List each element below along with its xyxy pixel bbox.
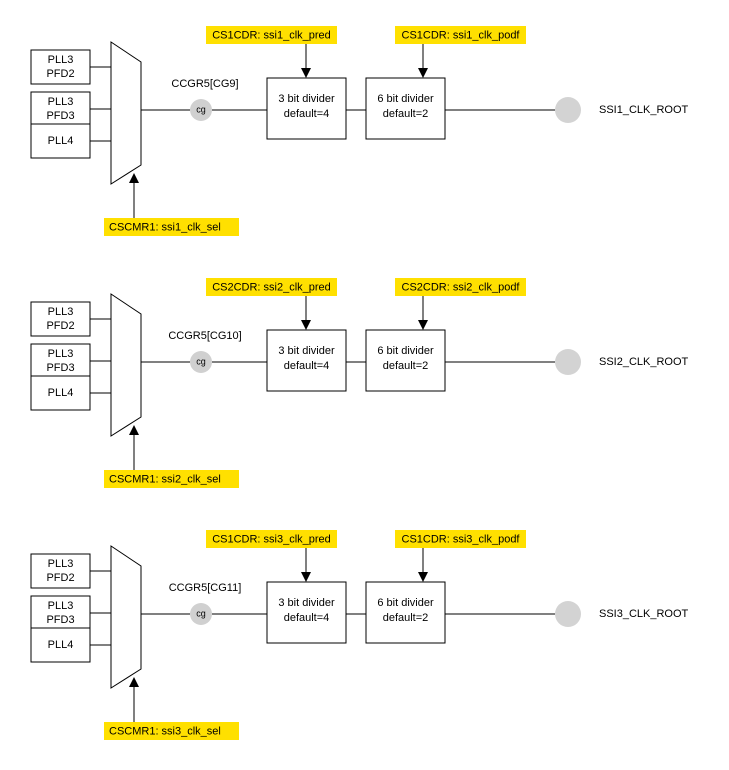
podf-register-label: CS2CDR: ssi2_clk_podf [402, 281, 521, 293]
podf-register-label: CS1CDR: ssi3_clk_podf [402, 533, 521, 545]
input-source-box: PLL4 [30, 627, 91, 663]
trapezoid-mux-icon [110, 545, 142, 689]
pred-divider-box [266, 77, 347, 140]
input-box-frame [30, 49, 91, 85]
clock-root-label: SSI1_CLK_ROOT [599, 104, 689, 116]
sel-register-label: CSCMR1: ssi1_clk_sel [109, 221, 221, 233]
sel-register-highlight [104, 218, 239, 236]
podf-divider-default: default=2 [383, 612, 429, 624]
sel-register-label: CSCMR1: ssi2_clk_sel [109, 473, 221, 485]
input-label-line1: PLL3 [48, 558, 74, 570]
sel-register-label: CSCMR1: ssi3_clk_sel [109, 725, 221, 737]
clock-block-ssi2: PLL3PFD20PLL3PFD31PLL42CSCMR1: ssi2_clk_… [30, 278, 689, 488]
circle-gate-icon [190, 351, 212, 373]
podf-divider-default: default=2 [383, 108, 429, 120]
clock-root-label: SSI2_CLK_ROOT [599, 356, 689, 368]
clock-block-ssi3: PLL3PFD20PLL3PFD31PLL42CSCMR1: ssi3_clk_… [30, 530, 689, 740]
clock-root-label: SSI3_CLK_ROOT [599, 608, 689, 620]
pred-divider-title: 3 bit divider [278, 93, 335, 105]
podf-register-highlight [395, 26, 526, 44]
sel-register-highlight [104, 470, 239, 488]
pred-register-highlight [206, 26, 337, 44]
gate-label: cg [196, 356, 206, 366]
input-label-line2: PFD2 [46, 320, 74, 332]
input-label-line2: PFD3 [46, 614, 74, 626]
pred-divider-title: 3 bit divider [278, 345, 335, 357]
trapezoid-mux-icon [110, 41, 142, 185]
circle-root-icon [555, 601, 581, 627]
input-label-line2: PFD2 [46, 572, 74, 584]
pred-divider-default: default=4 [284, 360, 330, 372]
podf-divider-title: 6 bit divider [377, 345, 434, 357]
podf-register-highlight [395, 530, 526, 548]
podf-divider-title: 6 bit divider [377, 93, 434, 105]
input-box-frame [30, 91, 91, 127]
input-box-frame [30, 123, 91, 159]
pred-divider-box [266, 581, 347, 644]
input-label-line1: PLL4 [48, 135, 74, 147]
podf-divider-box [365, 329, 446, 392]
input-label-line1: PLL4 [48, 639, 74, 651]
circle-root-icon [555, 97, 581, 123]
gate-label: cg [196, 608, 206, 618]
input-box-frame [30, 595, 91, 631]
gate-register-label: CCGR5[CG10] [168, 330, 241, 342]
input-label-line1: PLL3 [48, 348, 74, 360]
input-box-frame [30, 375, 91, 411]
input-box-frame [30, 301, 91, 337]
podf-divider-default: default=2 [383, 360, 429, 372]
podf-register-highlight [395, 278, 526, 296]
input-label-line1: PLL3 [48, 96, 74, 108]
circle-root-icon [555, 349, 581, 375]
input-box-frame [30, 343, 91, 379]
pred-divider-title: 3 bit divider [278, 597, 335, 609]
trapezoid-mux-icon [110, 293, 142, 437]
pred-divider-default: default=4 [284, 612, 330, 624]
podf-register-label: CS1CDR: ssi1_clk_podf [402, 29, 521, 41]
gate-register-label: CCGR5[CG11] [169, 582, 242, 594]
pred-register-label: CS2CDR: ssi2_clk_pred [212, 281, 331, 293]
pred-divider-default: default=4 [284, 108, 330, 120]
input-source-box: PLL4 [30, 123, 91, 159]
circle-gate-icon [190, 603, 212, 625]
podf-divider-title: 6 bit divider [377, 597, 434, 609]
pred-divider-box [266, 329, 347, 392]
podf-divider-box [365, 581, 446, 644]
input-label-line2: PFD2 [46, 68, 74, 80]
gate-label: cg [196, 104, 206, 114]
clock-block-ssi1: PLL3PFD20PLL3PFD31PLL42CSCMR1: ssi1_clk_… [30, 26, 689, 236]
pred-register-highlight [206, 278, 337, 296]
input-label-line2: PFD3 [46, 362, 74, 374]
input-label-line1: PLL3 [48, 600, 74, 612]
input-label-line1: PLL3 [48, 54, 74, 66]
input-source-box: PLL4 [30, 375, 91, 411]
pred-register-label: CS1CDR: ssi1_clk_pred [212, 29, 331, 41]
input-label-line2: PFD3 [46, 110, 74, 122]
circle-gate-icon [190, 99, 212, 121]
input-label-line1: PLL4 [48, 387, 74, 399]
pred-register-highlight [206, 530, 337, 548]
gate-register-label: CCGR5[CG9] [171, 78, 238, 90]
podf-divider-box [365, 77, 446, 140]
pred-register-label: CS1CDR: ssi3_clk_pred [212, 533, 331, 545]
input-label-line1: PLL3 [48, 306, 74, 318]
sel-register-highlight [104, 722, 239, 740]
input-box-frame [30, 553, 91, 589]
